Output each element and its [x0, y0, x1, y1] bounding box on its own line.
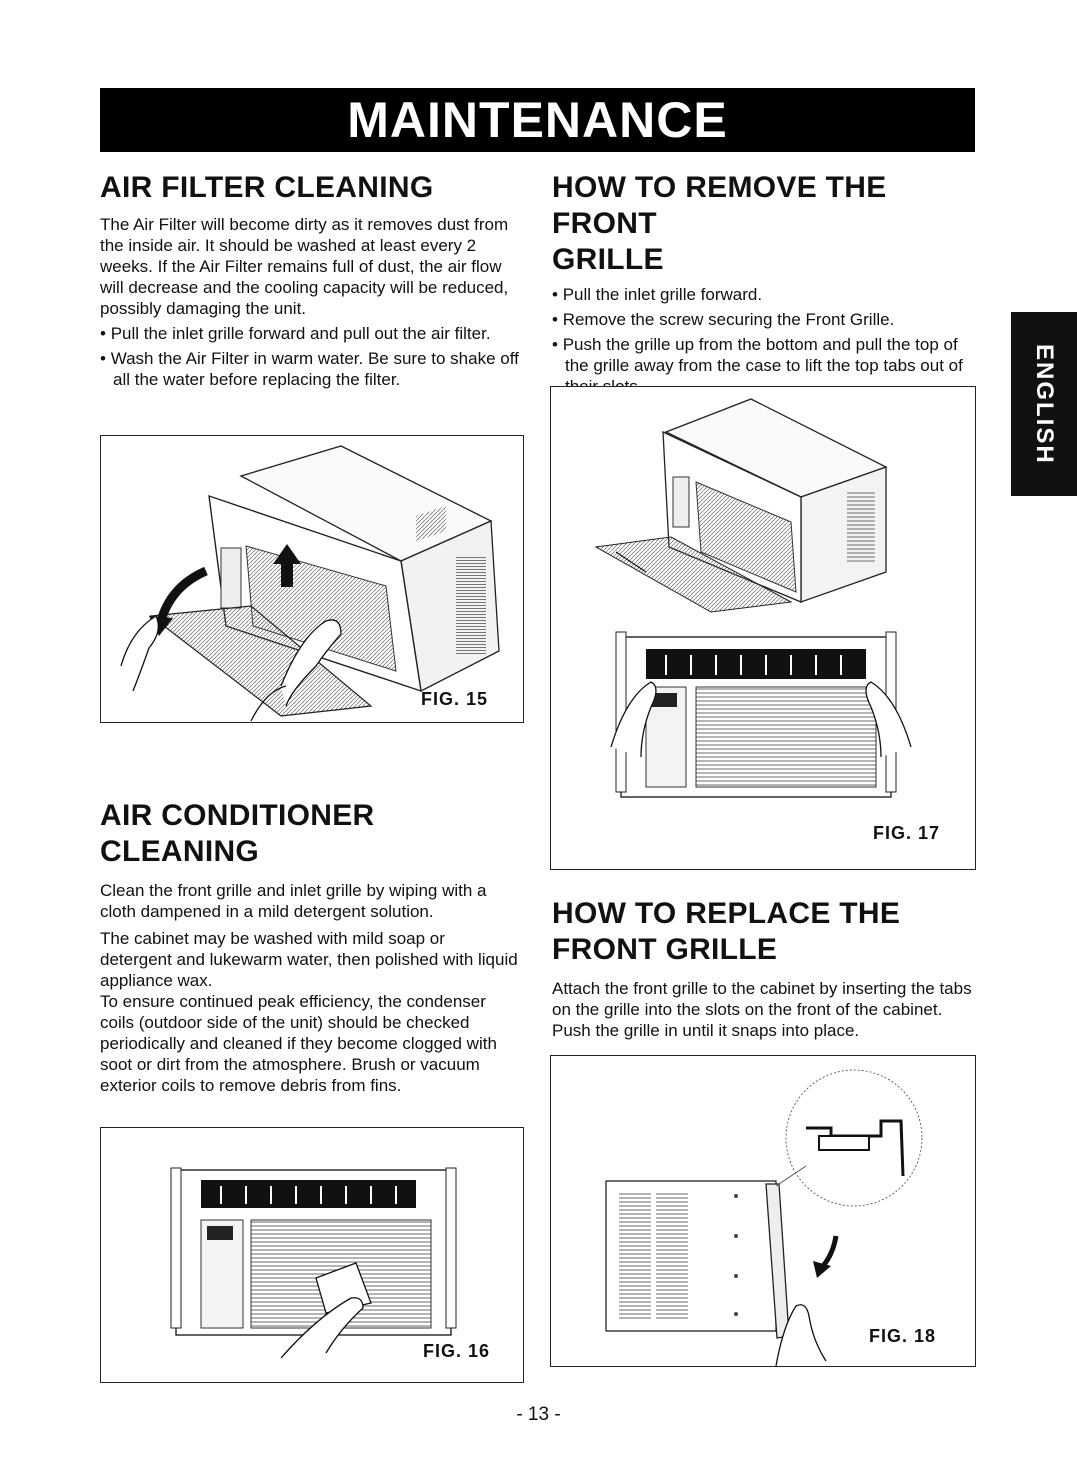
- replace-grille-heading-line-1: HOW TO REPLACE THE: [552, 897, 901, 930]
- air-filter-intro: The Air Filter will become dirty as it r…: [100, 215, 509, 318]
- front-grille-installation-illustration: [605, 1069, 923, 1366]
- language-tab-label: ENGLISH: [1031, 343, 1058, 465]
- replace-grille-section: HOW TO REPLACE THE FRONT GRILLE Attach t…: [552, 896, 977, 1041]
- figure-16: FIG. 16: [100, 1127, 524, 1383]
- ac-cleaning-para-2: The cabinet may be washed with mild soap…: [100, 929, 518, 990]
- figure-15-label: FIG. 15: [421, 689, 489, 709]
- ac-cleaning-para-3: To ensure continued peak efficiency, the…: [100, 992, 497, 1095]
- ac-cleaning-heading: AIR CONDITIONER CLEANING: [100, 799, 375, 868]
- air-filter-heading: AIR FILTER CLEANING: [100, 171, 434, 204]
- remove-grille-steps: Pull the inlet grille forward. Remove th…: [552, 284, 977, 397]
- ac-cleaning-para-1: Clean the front grille and inlet grille …: [100, 881, 487, 921]
- list-item: Wash the Air Filter in warm water. Be su…: [100, 348, 520, 390]
- air-filter-section: AIR FILTER CLEANING The Air Filter will …: [100, 170, 520, 390]
- figure-15: FIG. 15: [100, 435, 524, 723]
- list-item: Pull the inlet grille forward.: [552, 284, 977, 305]
- ac-cleaning-section: AIR CONDITIONER CLEANING Clean the front…: [100, 798, 520, 1096]
- language-tab: ENGLISH: [1011, 312, 1077, 496]
- replace-grille-body: Attach the front grille to the cabinet b…: [552, 979, 972, 1040]
- replace-grille-heading-line-2: FRONT GRILLE: [552, 933, 778, 966]
- page-number: - 13 -: [516, 1404, 561, 1425]
- figure-18-label: FIG. 18: [869, 1326, 937, 1346]
- front-grille-wiping-illustration: [170, 1167, 457, 1359]
- front-grille-removal-illustration: [594, 398, 912, 798]
- remove-grille-heading-line-2: GRILLE: [552, 243, 664, 276]
- figure-17-label: FIG. 17: [873, 823, 941, 843]
- list-item: Push the grille up from the bottom and p…: [552, 334, 977, 397]
- page-title: MAINTENANCE: [100, 88, 975, 152]
- figure-17: FIG. 17: [550, 386, 976, 870]
- air-conditioner-filter-illustration: [120, 445, 500, 722]
- list-item: Remove the screw securing the Front Gril…: [552, 309, 977, 330]
- figure-16-label: FIG. 16: [423, 1341, 491, 1361]
- remove-grille-section: HOW TO REMOVE THE FRONT GRILLE Pull the …: [552, 170, 977, 397]
- remove-grille-heading-line-1: HOW TO REMOVE THE FRONT: [552, 171, 887, 240]
- list-item: Pull the inlet grille forward and pull o…: [100, 323, 520, 344]
- air-filter-steps: Pull the inlet grille forward and pull o…: [100, 323, 520, 390]
- figure-18: FIG. 18: [550, 1055, 976, 1367]
